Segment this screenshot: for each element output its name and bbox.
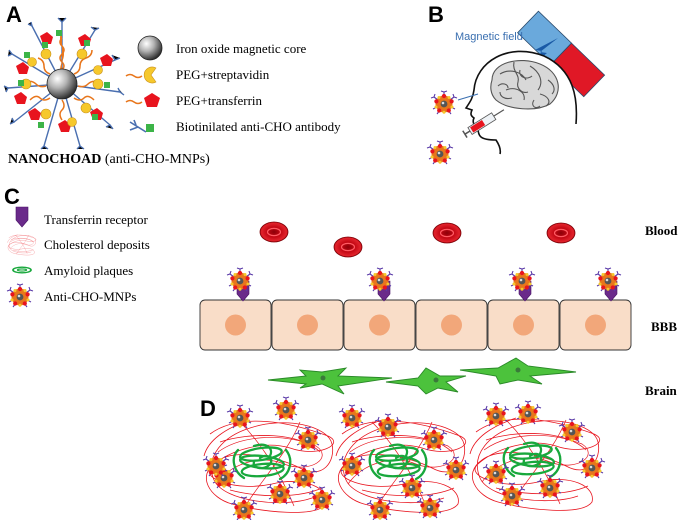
plaque-cluster-2 [335, 404, 470, 520]
syringe [462, 109, 505, 138]
magnet [517, 10, 606, 98]
nanochoad-name: NANOCHOAD [8, 152, 102, 167]
panel-label-a: A [6, 2, 22, 27]
legend-mnp: Anti-CHO-MNPs [44, 289, 137, 304]
panel-label-b: B [428, 2, 444, 27]
legend-antibody: Biotinilated anti-CHO antibody [176, 119, 341, 134]
nanochoad-particle [3, 17, 125, 150]
streptavidin-icon [125, 66, 157, 84]
mnp-near-head [430, 90, 458, 115]
legend-core: Iron oxide magnetic core [176, 41, 307, 56]
magnetic-field-label: Magnetic field [455, 31, 523, 43]
legend-cholesterol-icon [7, 234, 37, 256]
head-profile [464, 50, 578, 155]
legend-streptavidin: PEG+streptavidin [176, 67, 270, 82]
legend-mnp-icon [6, 283, 34, 308]
red-blood-cell [333, 236, 363, 258]
label-brain: Brain [645, 383, 677, 398]
panel-label-d: D [200, 396, 216, 421]
endothelial-cell [415, 299, 488, 351]
endothelial-cell [199, 299, 272, 351]
label-bbb: BBB [651, 319, 678, 334]
legend-cholesterol: Cholesterol deposits [44, 237, 150, 252]
endothelial-cell [271, 299, 344, 351]
plaque-cluster-3 [469, 400, 606, 511]
endothelial-cell [559, 299, 632, 351]
nanochoad-suffix: (anti-CHO-MNPs) [104, 152, 210, 167]
legend-receptor: Transferrin receptor [44, 212, 148, 227]
legend-amyloid: Amyloid plaques [44, 263, 134, 278]
injection-arrow [457, 93, 479, 101]
iron-oxide-core-icon [137, 35, 163, 61]
antibody-icon [129, 119, 154, 133]
red-blood-cell [432, 222, 462, 244]
mnp-near-syringe [426, 140, 454, 165]
endothelial-cell [487, 299, 560, 351]
endothelial-cell [343, 299, 416, 351]
legend-amyloid-icon [12, 266, 32, 274]
legend-transferrin: PEG+transferrin [176, 93, 263, 108]
transferrin-icon [125, 93, 160, 107]
label-blood: Blood [645, 223, 678, 238]
legend-receptor-icon [15, 206, 29, 228]
red-blood-cell [259, 221, 289, 243]
astrocytes [267, 357, 577, 395]
red-blood-cell [546, 222, 576, 244]
plaque-cluster-1 [202, 396, 336, 520]
panel-label-c: C [4, 184, 20, 209]
nanochoad-caption: NANOCHOAD (anti-CHO-MNPs) [8, 153, 210, 167]
